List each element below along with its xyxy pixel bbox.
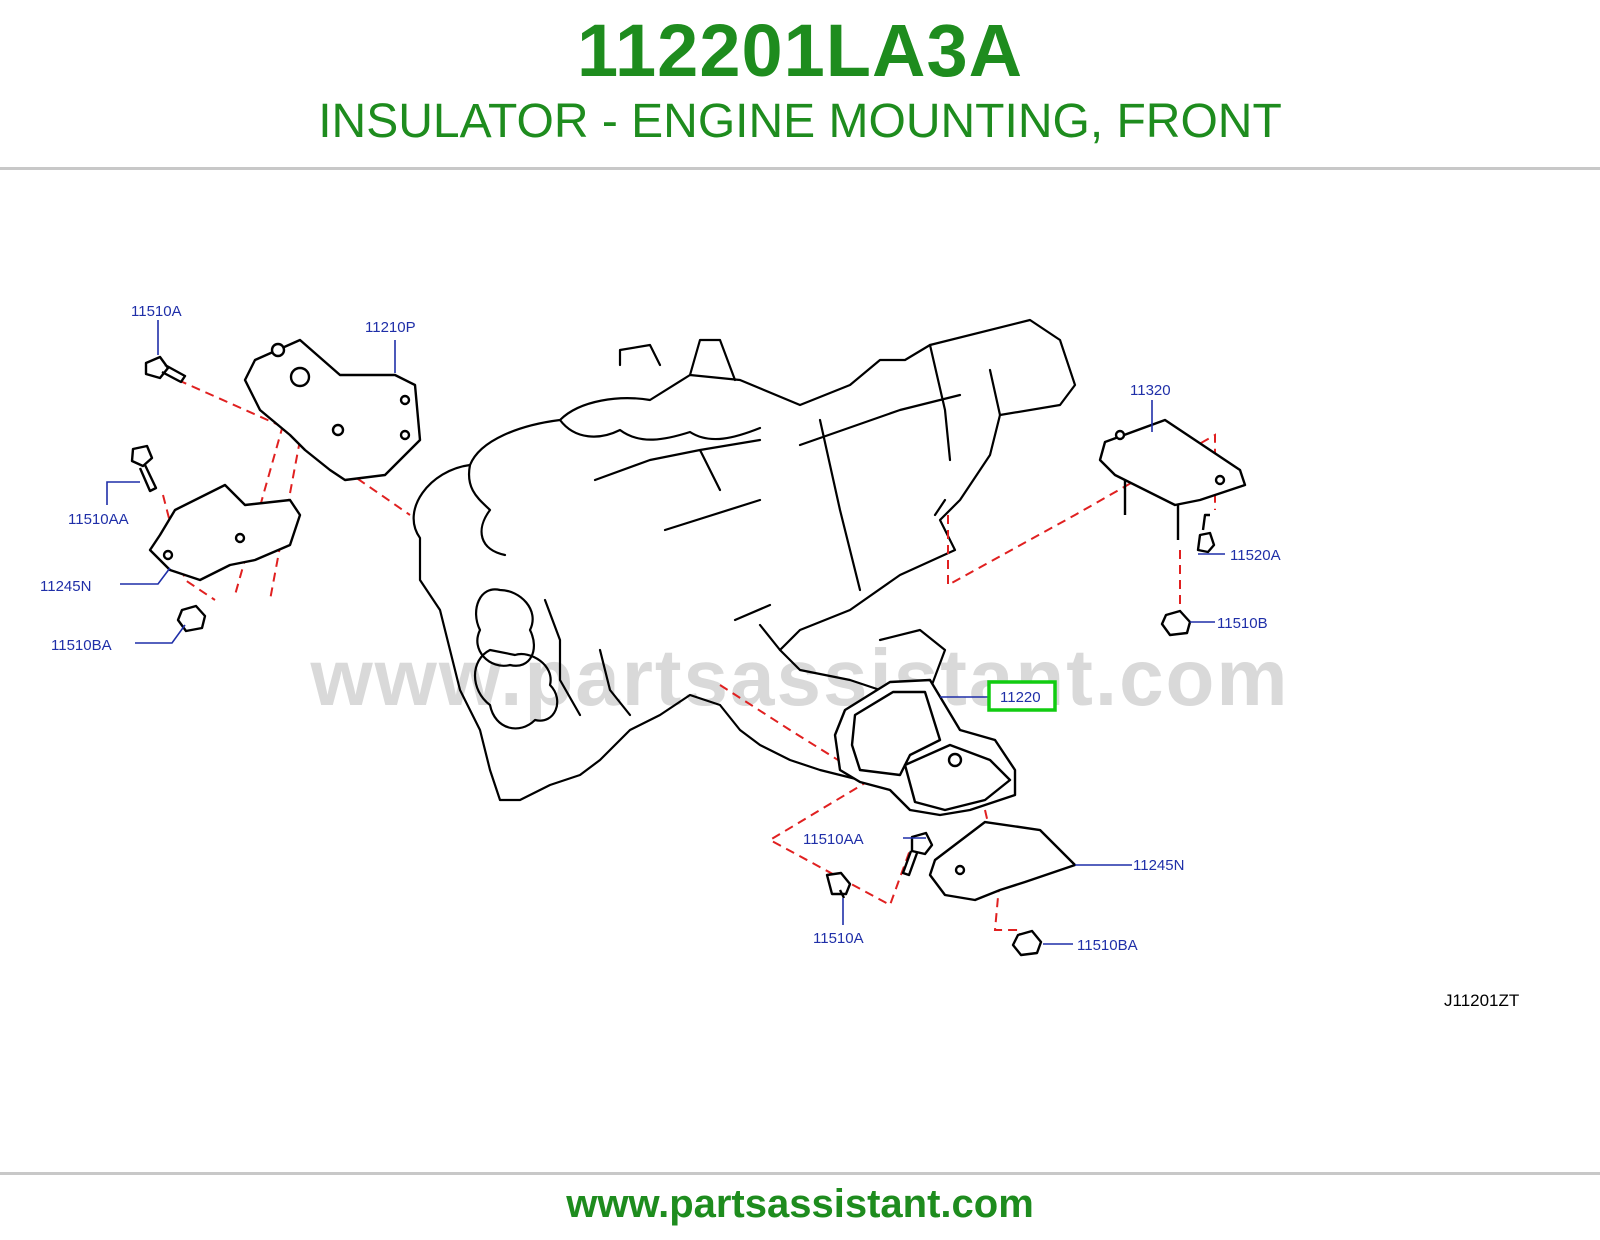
figure-code: J11201ZT bbox=[1444, 991, 1519, 1010]
watermark-text: www.partsassistant.com bbox=[309, 633, 1289, 722]
label-11510ba-bottom: 11510BA bbox=[1077, 937, 1138, 954]
part-11245n-left-bracket bbox=[148, 483, 302, 582]
fasteners bbox=[130, 355, 1216, 957]
callout-leaders bbox=[106, 320, 1225, 945]
label-11510a-bottom: 11510A bbox=[813, 930, 864, 947]
header: 112201LA3A INSULATOR - ENGINE MOUNTING, … bbox=[0, 0, 1600, 168]
label-11510a-top: 11510A bbox=[131, 303, 182, 320]
part-name-subtitle: INSULATOR - ENGINE MOUNTING, FRONT bbox=[318, 95, 1282, 148]
header-divider bbox=[0, 167, 1600, 170]
footer-divider bbox=[0, 1172, 1600, 1175]
callout-labels: 11510A 11210P 11510AA 11245N 11510BA 113… bbox=[40, 303, 1281, 954]
label-11520a: 11520A bbox=[1230, 547, 1281, 564]
label-11245n-left: 11245N bbox=[40, 578, 91, 595]
highlight-11220[interactable]: 11220 bbox=[987, 680, 1057, 712]
label-11510aa-bottom: 11510AA bbox=[803, 831, 864, 848]
label-11510ba-left: 11510BA bbox=[51, 637, 112, 654]
highlight-box bbox=[987, 680, 1057, 712]
footer-url[interactable]: www.partsassistant.com bbox=[566, 1182, 1034, 1226]
part-11245n-right-bracket bbox=[928, 820, 1077, 902]
label-11510b: 11510B bbox=[1217, 615, 1268, 632]
label-11320: 11320 bbox=[1130, 382, 1171, 399]
label-11510aa-left: 11510AA bbox=[68, 511, 129, 528]
label-11220: 11220 bbox=[1000, 689, 1041, 706]
part-11220-front-insulator bbox=[833, 678, 1017, 817]
label-11245n-right: 11245N bbox=[1133, 857, 1184, 874]
label-11210p: 11210P bbox=[365, 319, 416, 336]
part-number-title: 112201LA3A bbox=[576, 9, 1024, 92]
engine-transmission-outline bbox=[412, 318, 1077, 802]
parts-diagram: www.partsassistant.com bbox=[40, 303, 1519, 1010]
part-11210p-bracket bbox=[243, 338, 422, 482]
part-11320-rear-insulator bbox=[1098, 418, 1247, 540]
